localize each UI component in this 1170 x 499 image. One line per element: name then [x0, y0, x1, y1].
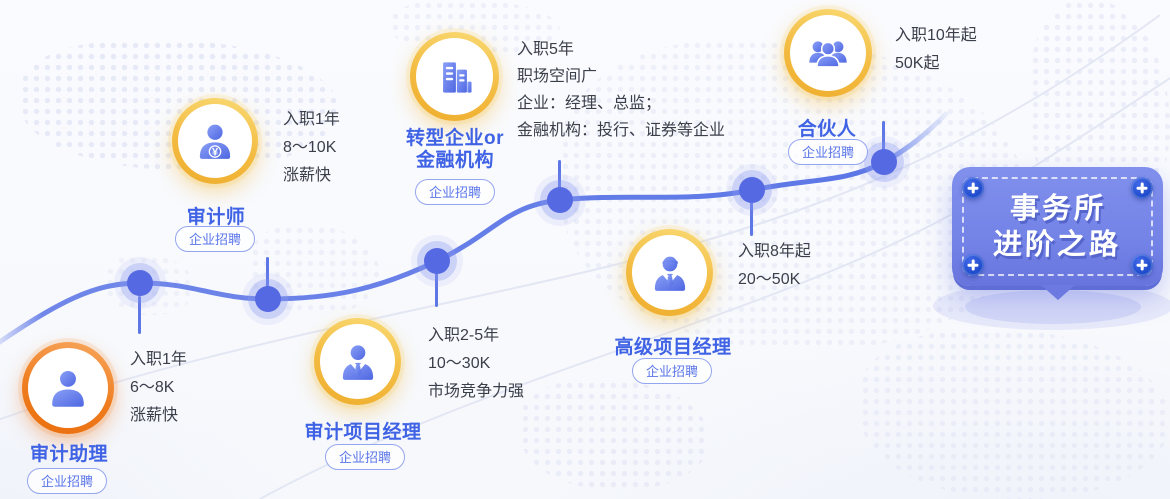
- path-node: [255, 286, 281, 312]
- milestone-desc: 入职5年 职场空间广 企业：经理、总监； 金融机构：投行、证券等企业: [517, 36, 725, 144]
- title-line1: 转型企业or: [405, 128, 505, 149]
- milestone-desc: 入职1年 6～8K 涨薪快: [130, 346, 187, 430]
- person-suit-icon: [626, 229, 713, 316]
- icon-circle: ¥: [178, 104, 252, 178]
- milestone-title: 合伙人: [797, 119, 857, 140]
- people-group-icon: [784, 9, 872, 97]
- path-node: [739, 177, 765, 203]
- milestone-title: 高级项目经理: [614, 337, 732, 358]
- desc-line: 入职1年: [130, 351, 187, 368]
- desc-line: 10～30K: [428, 355, 491, 372]
- recruit-tag: 企业招聘: [414, 179, 496, 205]
- milestone-desc: 入职10年起 50K起: [895, 22, 977, 78]
- desc-line: 涨薪快: [130, 407, 179, 424]
- path-node: [547, 187, 573, 213]
- node-connector: [266, 257, 269, 289]
- person-yuan-icon: ¥: [172, 98, 258, 184]
- milestone-title: 审计助理: [29, 444, 109, 465]
- recruit-tag: 企业招聘: [631, 358, 713, 384]
- milestone-desc: 入职2-5年 10～30K 市场竞争力强: [428, 322, 524, 406]
- path-node: [424, 248, 450, 274]
- desc-line: 入职2-5年: [428, 327, 500, 344]
- title-badge: 事务所 进阶之路: [950, 167, 1164, 300]
- title-line2: 金融机构: [415, 150, 495, 171]
- person-tie-icon: [314, 318, 401, 405]
- desc-line: 职场空间广: [517, 68, 598, 85]
- icon-circle: [28, 348, 108, 428]
- desc-line: 50K起: [895, 55, 940, 72]
- recruit-tag: 企业招聘: [174, 226, 256, 252]
- node-connector: [882, 121, 885, 151]
- desc-line: 8～10K: [283, 139, 337, 156]
- badge-title: 事务所 进阶之路: [950, 167, 1164, 286]
- recruit-tag: 企业招聘: [787, 139, 869, 165]
- world-map-dots: [520, 380, 710, 490]
- plus-screw-icon: [1131, 177, 1153, 199]
- icon-circle: [790, 15, 866, 91]
- desc-line: 入职10年起: [895, 27, 977, 44]
- buildings-icon: [410, 32, 499, 121]
- recruit-tag: 企业招聘: [26, 468, 108, 494]
- milestone-desc: 入职1年 8～10K 涨薪快: [283, 106, 340, 190]
- path-node: [871, 149, 897, 175]
- node-connector: [435, 273, 438, 307]
- badge-dashed-border: [962, 177, 1153, 276]
- desc-line: 入职8年起: [738, 243, 811, 260]
- node-connector: [138, 296, 141, 334]
- icon-circle: [320, 324, 395, 399]
- badge-title-line2: 进阶之路: [992, 228, 1122, 261]
- svg-text:¥: ¥: [212, 147, 219, 159]
- plus-screw-icon: [962, 177, 984, 199]
- desc-line: 金融机构：投行、证券等企业: [517, 122, 726, 139]
- badge-tail: [1040, 285, 1075, 300]
- milestone-title: 转型企业or 金融机构: [406, 128, 504, 172]
- plus-screw-icon: [1131, 254, 1153, 276]
- plus-screw-icon: [962, 254, 984, 276]
- desc-line: 入职5年: [517, 41, 574, 58]
- milestone-desc: 入职8年起 20～50K: [738, 238, 811, 294]
- milestone-title: 审计师: [186, 207, 246, 228]
- node-connector: [750, 202, 753, 236]
- person-icon: [22, 342, 114, 434]
- milestone-title: 审计项目经理: [304, 422, 422, 443]
- icon-circle: [632, 235, 707, 310]
- desc-line: 市场竞争力强: [428, 383, 525, 400]
- node-connector: [558, 160, 561, 191]
- desc-line: 企业：经理、总监；: [517, 95, 662, 112]
- desc-line: 20～50K: [738, 271, 801, 288]
- recruit-tag: 企业招聘: [324, 444, 406, 470]
- path-node: [127, 270, 153, 296]
- badge-title-line1: 事务所: [1009, 192, 1107, 225]
- icon-circle: [416, 38, 493, 115]
- desc-line: 6～8K: [130, 379, 175, 396]
- world-map-dots: [860, 330, 1170, 499]
- desc-line: 入职1年: [283, 111, 340, 128]
- desc-line: 涨薪快: [283, 167, 332, 184]
